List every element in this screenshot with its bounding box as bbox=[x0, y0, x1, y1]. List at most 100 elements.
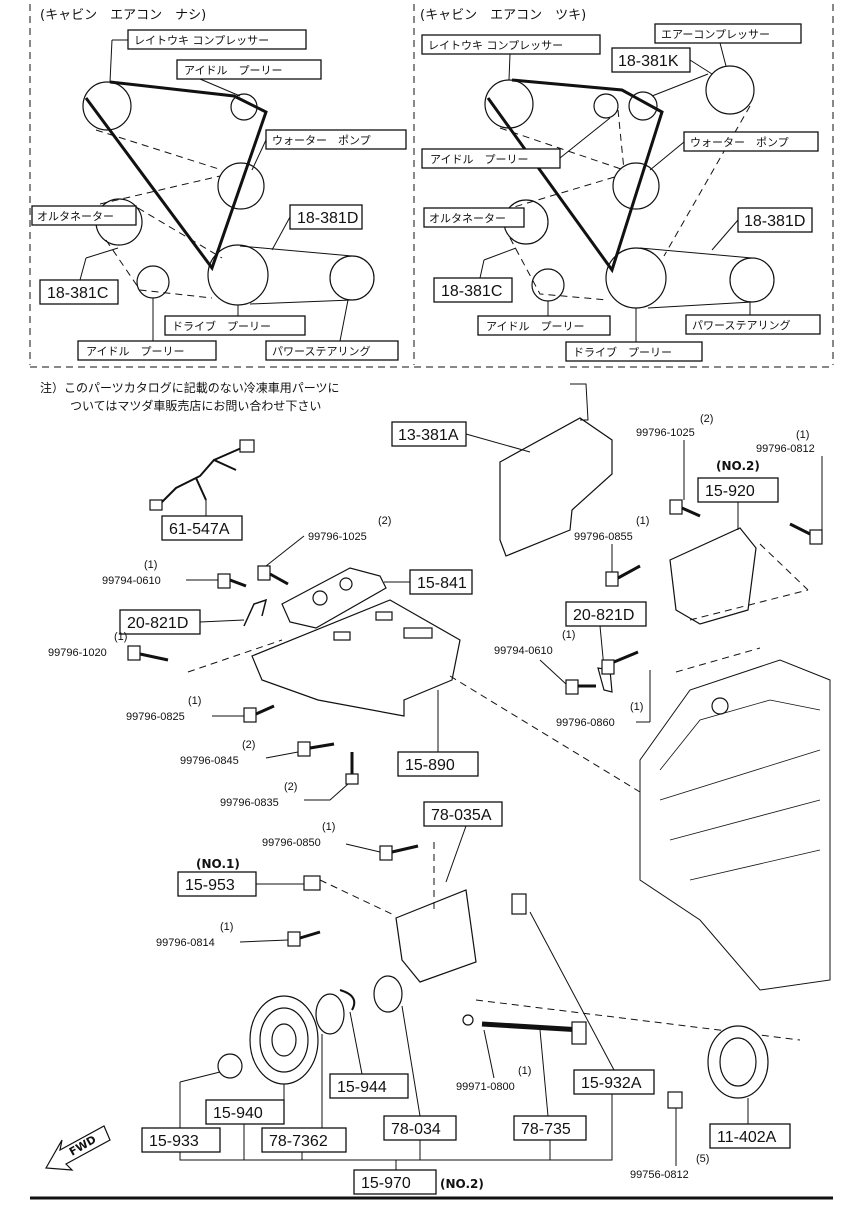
bolt-99796-1020: 99796-1020 bbox=[48, 647, 107, 659]
svg-text:(2): (2) bbox=[242, 739, 255, 751]
bearing-78-7362 bbox=[315, 993, 345, 1035]
bolt-group: (2) 99796-1025 (1) 99796-0812 (2) 99796-… bbox=[48, 413, 823, 1181]
label-drive-pulley-r: ドライブ プーリー bbox=[573, 345, 672, 359]
snap-ring-15-944 bbox=[339, 989, 356, 1011]
power-steering-pulley-r bbox=[729, 257, 775, 303]
svg-text:(1): (1) bbox=[322, 821, 335, 833]
svg-text:(1): (1) bbox=[220, 921, 233, 933]
svg-text:(2): (2) bbox=[700, 413, 713, 425]
exploded-view: 13-381A 61-547A 15-841 15-890 20-821D (N… bbox=[45, 383, 831, 1195]
svg-text:(2): (2) bbox=[378, 515, 391, 527]
label-water-pump: ウォーター ポンプ bbox=[272, 134, 371, 147]
label-belt-18-381c-r: 18-381C bbox=[441, 283, 502, 300]
label-power-steering-r: パワーステアリング bbox=[692, 318, 790, 332]
bracket-78-035a bbox=[395, 889, 477, 983]
part-15-841: 15-841 bbox=[417, 575, 467, 592]
water-pump-pulley-r bbox=[612, 162, 660, 210]
part-15-944: 15-944 bbox=[337, 1079, 387, 1096]
part-20-821d-right: 20-821D bbox=[573, 607, 634, 624]
label-drive-pulley: ドライブ プーリー bbox=[172, 319, 271, 333]
label-idler-bottom-r: アイドル プーリー bbox=[486, 320, 584, 333]
fwd-arrow: FWD bbox=[45, 1125, 111, 1171]
power-steering-pulley bbox=[329, 255, 375, 301]
belt-layout-with-ac: (キャビン エアコン ツキ) レイトウキ コンプレッサー エアーコンプレッサー … bbox=[420, 8, 821, 362]
belt-18-381c-r bbox=[486, 78, 664, 274]
label-no2-bottom: (NO.2) bbox=[440, 1177, 484, 1191]
idler-pulley-bottom bbox=[136, 265, 170, 299]
label-no2-top: (NO.2) bbox=[716, 459, 760, 473]
spacer-78-034 bbox=[373, 975, 403, 1013]
part-78-034: 78-034 bbox=[391, 1121, 441, 1138]
bolt-99796-0860: 99796-0860 bbox=[556, 717, 615, 729]
bolt-99796-0812: 99796-0812 bbox=[756, 443, 815, 455]
bolt-99796-0855: 99796-0855 bbox=[574, 531, 633, 543]
bolt-99971-0800: 99971-0800 bbox=[456, 1081, 515, 1093]
svg-text:(1): (1) bbox=[144, 559, 157, 571]
svg-text:(1): (1) bbox=[114, 631, 127, 643]
label-idler-r: アイドル プーリー bbox=[430, 153, 528, 166]
part-15-890: 15-890 bbox=[405, 757, 455, 774]
label-idler-bottom: アイドル プーリー bbox=[86, 345, 184, 358]
label-power-steering: パワーステアリング bbox=[272, 344, 370, 358]
compressor-pulley bbox=[82, 81, 132, 131]
section-title-right: (キャビン エアコン ツキ) bbox=[420, 8, 586, 23]
bolt-99796-1025-a: 99796-1025 bbox=[636, 427, 695, 439]
bolt-99794-0610-a: 99794-0610 bbox=[102, 575, 161, 587]
label-belt-18-381d-r: 18-381D bbox=[744, 213, 805, 230]
svg-text:(5): (5) bbox=[696, 1153, 709, 1165]
belt-layout-no-ac: (キャビン エアコン ナシ) レイトウキ コンプレッサー アイドル プーリー ウ… bbox=[31, 8, 407, 361]
svg-text:(2): (2) bbox=[284, 781, 297, 793]
label-belt-18-381c: 18-381C bbox=[47, 285, 108, 302]
bolt-99756-0812: 99756-0812 bbox=[630, 1169, 689, 1181]
label-alternator-r: オルタネーター bbox=[429, 212, 506, 225]
svg-text:(1): (1) bbox=[562, 629, 575, 641]
part-78-035a: 78-035A bbox=[431, 807, 492, 824]
bolt-99796-0825: 99796-0825 bbox=[126, 711, 185, 723]
cap-15-933 bbox=[217, 1053, 243, 1079]
bolt-99794-0610-b: 99794-0610 bbox=[494, 645, 553, 657]
label-belt-18-381d: 18-381D bbox=[297, 210, 358, 227]
part-15-932a: 15-932A bbox=[581, 1075, 642, 1092]
label-belt-18-381k: 18-381K bbox=[618, 53, 679, 70]
bolt-99796-1025-b: 99796-1025 bbox=[308, 531, 367, 543]
part-15-933: 15-933 bbox=[149, 1133, 199, 1150]
part-78-7362: 78-7362 bbox=[269, 1133, 328, 1150]
part-15-970: 15-970 bbox=[361, 1175, 411, 1192]
svg-text:(1): (1) bbox=[630, 701, 643, 713]
svg-text:(1): (1) bbox=[188, 695, 201, 707]
bolt-99796-0845: 99796-0845 bbox=[180, 755, 239, 767]
part-78-735: 78-735 bbox=[521, 1121, 571, 1138]
label-compressor: レイトウキ コンプレッサー bbox=[134, 34, 269, 47]
idler-pulley-bottom-r bbox=[531, 268, 565, 302]
part-11-402a: 11-402A bbox=[717, 1129, 777, 1146]
bracket-15-920 bbox=[669, 527, 757, 625]
label-idler-top: アイドル プーリー bbox=[184, 64, 282, 77]
bracket-15-890 bbox=[251, 599, 461, 717]
part-15-940: 15-940 bbox=[213, 1105, 263, 1122]
part-15-920: 15-920 bbox=[705, 483, 755, 500]
svg-text:(1): (1) bbox=[796, 429, 809, 441]
idler-pulley-r1 bbox=[593, 93, 619, 119]
nut-15-953 bbox=[303, 875, 321, 891]
ac-compressor-pulley bbox=[705, 65, 755, 115]
bolt-99796-0814: 99796-0814 bbox=[156, 937, 215, 949]
label-compressor-r: レイトウキ コンプレッサー bbox=[428, 39, 563, 52]
plate-15-841 bbox=[281, 567, 387, 629]
note-line-2: ついてはマツダ車販売店にお問い合わせ下さい bbox=[70, 398, 321, 413]
svg-text:(1): (1) bbox=[636, 515, 649, 527]
bolt-99796-0850: 99796-0850 bbox=[262, 837, 321, 849]
label-no1: (NO.1) bbox=[196, 857, 240, 871]
part-20-821d-left: 20-821D bbox=[127, 615, 188, 632]
label-ac-compressor: エアーコンプレッサー bbox=[661, 28, 770, 41]
bolt-15-932a-head bbox=[511, 893, 527, 915]
section-title-left: (キャビン エアコン ナシ) bbox=[40, 8, 206, 23]
part-13-381a: 13-381A bbox=[398, 427, 459, 444]
harness-61-547a bbox=[157, 445, 247, 507]
cover-13-381a bbox=[499, 417, 613, 557]
part-61-547a: 61-547A bbox=[169, 521, 230, 538]
note-line-1: 注）このパーツカタログに記載のない冷凍車用パーツに bbox=[40, 380, 340, 395]
svg-text:(1): (1) bbox=[518, 1065, 531, 1077]
label-alternator: オルタネーター bbox=[37, 210, 114, 223]
